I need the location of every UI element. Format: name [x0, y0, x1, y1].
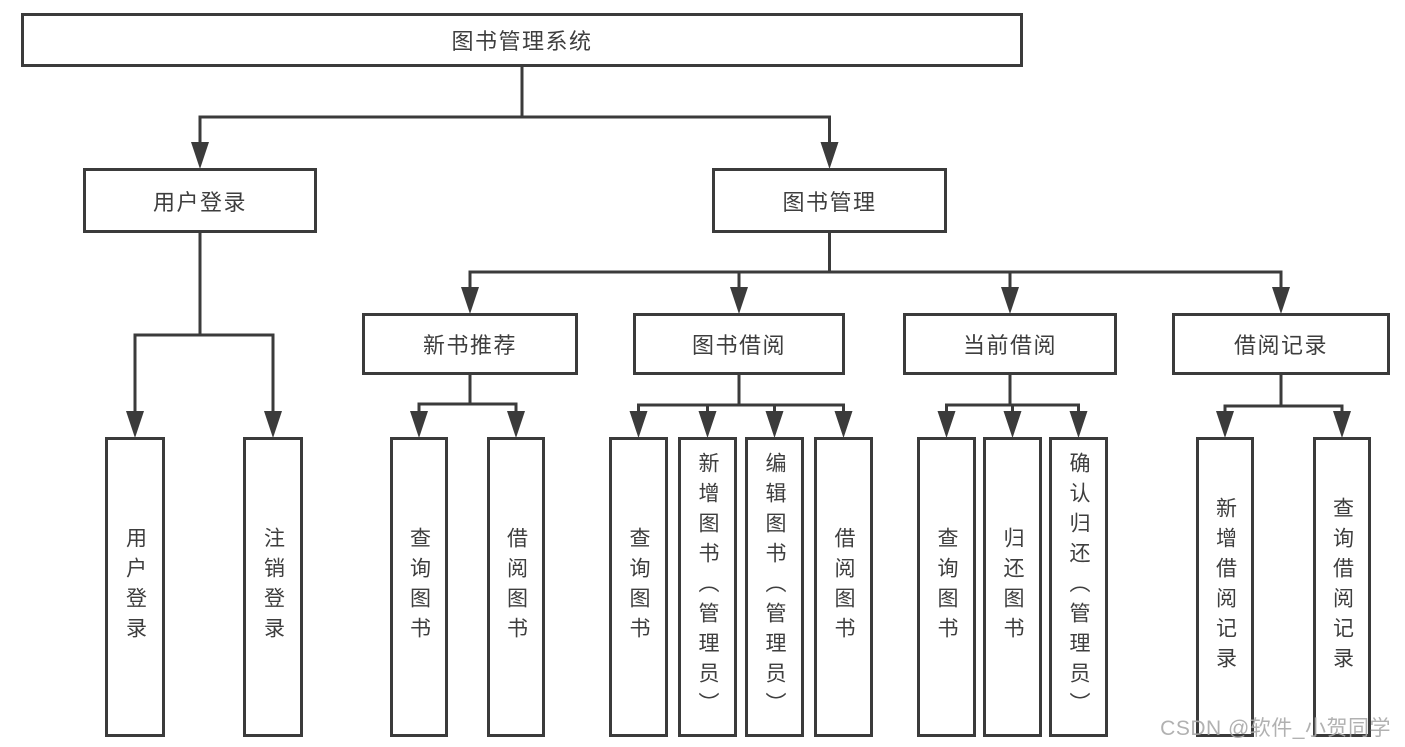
edge-arrowhead-icon [937, 411, 956, 438]
node-leaf-add-borrow-record: 新增借阅记录 [1196, 437, 1254, 737]
node-label-root: 图书管理系统 [451, 29, 593, 54]
node-root: 图书管理系统 [21, 13, 1023, 67]
node-label-leaf-user-login: 用户登录 [123, 527, 147, 647]
node-leaf-query-book-2: 查询图书 [609, 437, 668, 737]
node-book-borrow: 图书借阅 [633, 313, 845, 375]
node-book-management: 图书管理 [712, 168, 947, 233]
node-leaf-edit-book: 编辑图书（管理员） [745, 437, 804, 737]
edge-arrowhead-icon [191, 142, 209, 169]
node-label-new-book-recommend: 新书推荐 [422, 333, 517, 358]
edge-arrowhead-icon [730, 287, 748, 314]
node-current-borrow: 当前借阅 [903, 313, 1117, 375]
node-label-book-borrow: 图书借阅 [691, 333, 786, 358]
edge-arrowhead-icon [698, 411, 717, 438]
node-borrow-records: 借阅记录 [1172, 313, 1390, 375]
node-new-book-recommend: 新书推荐 [362, 313, 578, 375]
edge-arrowhead-icon [834, 411, 853, 438]
node-label-leaf-query-book-2: 查询图书 [627, 527, 650, 647]
node-label-leaf-borrow-book-1: 借阅图书 [504, 527, 528, 647]
edge-arrowhead-icon [1272, 287, 1290, 314]
node-leaf-return-book: 归还图书 [983, 437, 1042, 737]
node-label-leaf-query-book-3: 查询图书 [935, 527, 958, 647]
node-label-leaf-logout: 注销登录 [261, 527, 285, 647]
edge-arrowhead-icon [765, 411, 784, 438]
edge-arrowhead-icon [1069, 411, 1088, 438]
node-label-borrow-records: 借阅记录 [1233, 333, 1328, 358]
node-leaf-query-book-3: 查询图书 [917, 437, 976, 737]
edge-arrowhead-icon [410, 411, 428, 438]
node-leaf-query-borrow-record: 查询借阅记录 [1313, 437, 1371, 737]
edge-arrowhead-icon [507, 411, 525, 438]
edge-arrowhead-icon [264, 411, 282, 438]
edge-arrowhead-icon [629, 411, 648, 438]
edge-arrowhead-icon [1216, 411, 1234, 438]
node-leaf-borrow-book-2: 借阅图书 [814, 437, 873, 737]
node-user-login-group: 用户登录 [83, 168, 317, 233]
edge-arrowhead-icon [1001, 287, 1019, 314]
node-label-user-login-group: 用户登录 [152, 189, 247, 215]
node-label-book-management: 图书管理 [782, 189, 877, 215]
node-leaf-user-login: 用户登录 [105, 437, 165, 737]
node-leaf-confirm-return: 确认归还（管理员） [1049, 437, 1108, 737]
edge-arrowhead-icon [1333, 411, 1351, 438]
csdn-watermark: CSDN @软件_小贺同学 [1160, 717, 1391, 740]
edge-arrowhead-icon [820, 142, 839, 169]
node-label-leaf-query-book-1: 查询图书 [407, 527, 431, 647]
node-label-leaf-return-book: 归还图书 [1001, 527, 1024, 647]
edge-arrowhead-icon [1003, 411, 1022, 438]
node-leaf-logout: 注销登录 [243, 437, 303, 737]
node-label-leaf-edit-book: 编辑图书（管理员） [763, 452, 786, 722]
node-label-leaf-borrow-book-2: 借阅图书 [832, 527, 855, 647]
edge-arrowhead-icon [126, 411, 144, 438]
node-label-leaf-add-book: 新增图书（管理员） [696, 452, 719, 722]
edge-arrowhead-icon [461, 287, 479, 314]
node-leaf-add-book: 新增图书（管理员） [678, 437, 737, 737]
node-label-leaf-confirm-return: 确认归还（管理员） [1067, 452, 1090, 722]
node-label-leaf-query-borrow-record: 查询借阅记录 [1330, 497, 1354, 677]
node-leaf-query-book-1: 查询图书 [390, 437, 448, 737]
node-label-leaf-add-borrow-record: 新增借阅记录 [1213, 497, 1237, 677]
node-label-current-borrow: 当前借阅 [962, 333, 1057, 358]
node-leaf-borrow-book-1: 借阅图书 [487, 437, 545, 737]
